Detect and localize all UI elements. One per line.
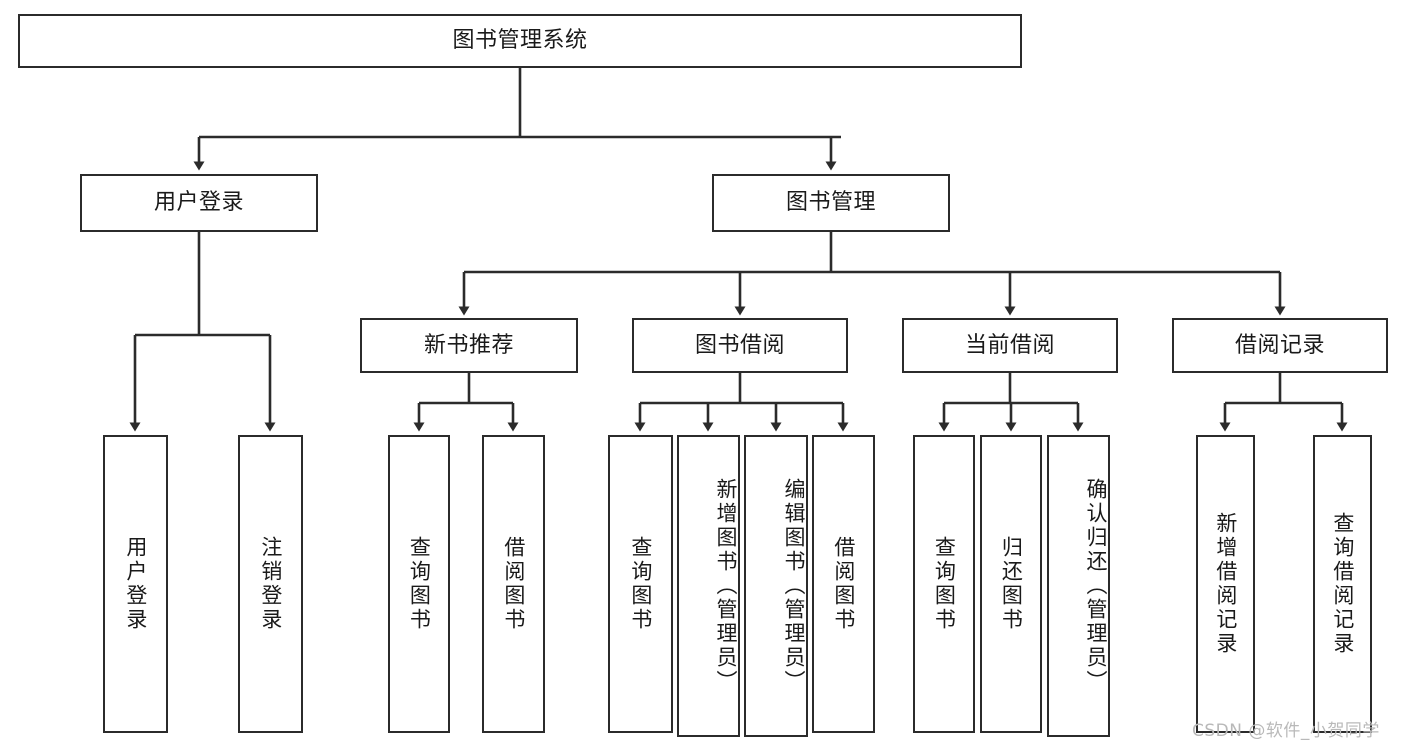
node-root-label: 图书管理系统 bbox=[452, 28, 588, 54]
node-book-management-label: 图书管理 bbox=[785, 190, 876, 216]
watermark: CSDN @软件_小贺同学 bbox=[1192, 721, 1380, 741]
node-book-management[interactable]: 图书管理 bbox=[712, 174, 950, 232]
leaf-add-book-admin[interactable]: 新增图书（管理员） bbox=[677, 435, 740, 737]
leaf-user-login[interactable]: 用户登录 bbox=[103, 435, 168, 733]
leaf-borrow-book[interactable]: 借阅图书 bbox=[812, 435, 875, 733]
leaf-query-book[interactable]: 查询图书 bbox=[608, 435, 673, 733]
leaf-add-book-admin-label: 新增图书（管理员） bbox=[714, 478, 738, 694]
leaf-query-book-current-label: 查询图书 bbox=[932, 536, 957, 632]
node-new-book-recommend[interactable]: 新书推荐 bbox=[360, 318, 578, 373]
leaf-query-book-new-label: 查询图书 bbox=[407, 536, 432, 632]
node-new-book-recommend-label: 新书推荐 bbox=[423, 332, 514, 358]
node-book-borrow-label: 图书借阅 bbox=[694, 332, 785, 358]
node-root[interactable]: 图书管理系统 bbox=[18, 14, 1022, 68]
leaf-user-logout[interactable]: 注销登录 bbox=[238, 435, 303, 733]
leaf-borrow-book-label: 借阅图书 bbox=[831, 536, 856, 632]
node-current-borrow[interactable]: 当前借阅 bbox=[902, 318, 1118, 373]
node-book-borrow[interactable]: 图书借阅 bbox=[632, 318, 848, 373]
leaf-query-book-label: 查询图书 bbox=[628, 536, 653, 632]
node-user-login-label: 用户登录 bbox=[153, 190, 244, 216]
leaf-borrow-book-new[interactable]: 借阅图书 bbox=[482, 435, 545, 733]
leaf-confirm-return-admin[interactable]: 确认归还（管理员） bbox=[1047, 435, 1110, 737]
leaf-add-borrow-record-label: 新增借阅记录 bbox=[1213, 512, 1238, 656]
leaf-return-book[interactable]: 归还图书 bbox=[980, 435, 1042, 733]
leaf-query-borrow-record[interactable]: 查询借阅记录 bbox=[1313, 435, 1372, 733]
leaf-confirm-return-admin-label: 确认归还（管理员） bbox=[1084, 478, 1108, 694]
leaf-user-logout-label: 注销登录 bbox=[258, 536, 283, 632]
leaf-user-login-label: 用户登录 bbox=[123, 536, 148, 632]
leaf-query-borrow-record-label: 查询借阅记录 bbox=[1330, 512, 1355, 656]
node-borrow-record-label: 借阅记录 bbox=[1234, 332, 1325, 358]
leaf-query-book-new[interactable]: 查询图书 bbox=[388, 435, 450, 733]
leaf-return-book-label: 归还图书 bbox=[999, 536, 1024, 632]
leaf-add-borrow-record[interactable]: 新增借阅记录 bbox=[1196, 435, 1255, 733]
leaf-edit-book-admin-label: 编辑图书（管理员） bbox=[782, 478, 806, 694]
node-current-borrow-label: 当前借阅 bbox=[964, 332, 1055, 358]
leaf-edit-book-admin[interactable]: 编辑图书（管理员） bbox=[744, 435, 808, 737]
leaf-query-book-current[interactable]: 查询图书 bbox=[913, 435, 975, 733]
node-borrow-record[interactable]: 借阅记录 bbox=[1172, 318, 1388, 373]
node-user-login[interactable]: 用户登录 bbox=[80, 174, 318, 232]
leaf-borrow-book-new-label: 借阅图书 bbox=[501, 536, 526, 632]
